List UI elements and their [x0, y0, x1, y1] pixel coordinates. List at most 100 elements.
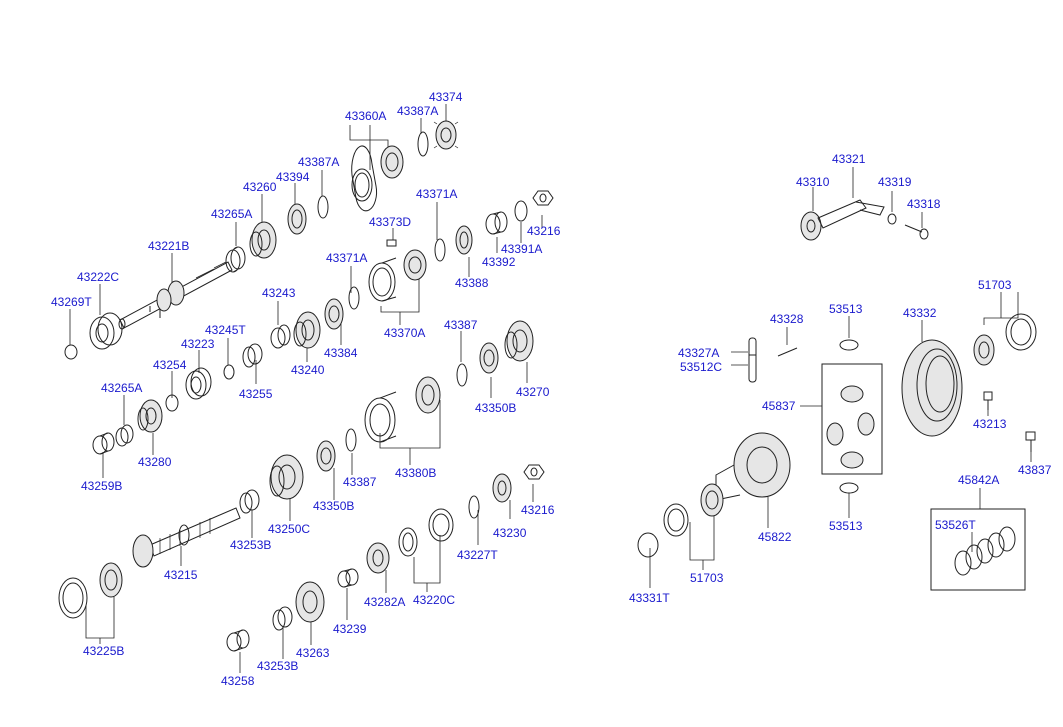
- label-43270[interactable]: 43270: [516, 385, 550, 399]
- label-43255[interactable]: 43255: [239, 387, 273, 401]
- label-43310[interactable]: 43310: [796, 175, 830, 189]
- label-43392[interactable]: 43392: [482, 255, 516, 269]
- label-43360A[interactable]: 43360A: [345, 109, 386, 123]
- label-43220C[interactable]: 43220C: [413, 593, 455, 607]
- label-43328[interactable]: 43328: [770, 312, 804, 326]
- label-43221B[interactable]: 43221B: [148, 239, 189, 253]
- ring-43387A-2: [317, 195, 329, 219]
- label-43254[interactable]: 43254: [153, 358, 187, 372]
- label-43223[interactable]: 43223: [181, 337, 215, 351]
- label-43216-2[interactable]: 43216: [521, 503, 555, 517]
- label-43258[interactable]: 43258: [221, 674, 255, 688]
- label-43269T[interactable]: 43269T: [51, 295, 92, 309]
- label-43387-2[interactable]: 43387: [343, 475, 377, 489]
- label-45842A[interactable]: 45842A: [958, 473, 999, 487]
- label-43259B[interactable]: 43259B: [81, 479, 122, 493]
- gear-43384: [324, 298, 344, 330]
- label-43260[interactable]: 43260: [243, 180, 277, 194]
- gear-43374: [433, 120, 459, 150]
- pin-43328: [777, 347, 798, 357]
- gear-43270: [504, 320, 534, 362]
- label-51703-1[interactable]: 51703: [978, 278, 1012, 292]
- label-43216-1[interactable]: 43216: [527, 224, 561, 238]
- label-43384[interactable]: 43384: [324, 346, 358, 360]
- label-43391A[interactable]: 43391A: [501, 242, 542, 256]
- sleeve-43380B: [364, 376, 441, 443]
- label-43387A-2[interactable]: 43387A: [298, 155, 339, 169]
- label-43265A-2[interactable]: 43265A: [101, 381, 142, 395]
- label-43239[interactable]: 43239: [333, 622, 367, 636]
- label-53526T[interactable]: 53526T: [935, 518, 976, 532]
- label-43331T[interactable]: 43331T: [629, 591, 670, 605]
- label-45822[interactable]: 45822: [758, 530, 792, 544]
- label-43253B-2[interactable]: 43253B: [257, 659, 298, 673]
- bearing-43253B-2: [272, 606, 293, 631]
- label-53512C[interactable]: 53512C: [680, 360, 722, 374]
- label-43319[interactable]: 43319: [878, 175, 912, 189]
- label-43370A[interactable]: 43370A: [384, 326, 425, 340]
- label-43230[interactable]: 43230: [493, 526, 527, 540]
- label-51703-2[interactable]: 51703: [690, 571, 724, 585]
- key-43373D: [386, 239, 397, 247]
- label-53513-2[interactable]: 53513: [829, 519, 863, 533]
- label-43350B-2[interactable]: 43350B: [313, 499, 354, 513]
- label-43240[interactable]: 43240: [291, 363, 325, 377]
- gear-43260: [249, 221, 277, 259]
- label-43282A[interactable]: 43282A: [364, 595, 405, 609]
- label-43394[interactable]: 43394: [276, 170, 310, 184]
- diff-case-45822: [715, 432, 791, 501]
- ring-gear-43332: [901, 339, 963, 437]
- collar-43392: [485, 211, 508, 235]
- label-43380B[interactable]: 43380B: [395, 466, 436, 480]
- label-43253B-1[interactable]: 43253B: [230, 538, 271, 552]
- label-43350B-1[interactable]: 43350B: [475, 401, 516, 415]
- bearing-43222C: [89, 312, 123, 350]
- label-43321[interactable]: 43321: [832, 152, 866, 166]
- label-43243[interactable]: 43243: [262, 286, 296, 300]
- label-43332[interactable]: 43332: [903, 306, 937, 320]
- ring-43331T: [637, 532, 659, 558]
- bearing-43220C: [398, 508, 454, 557]
- label-43222C[interactable]: 43222C: [77, 270, 119, 284]
- gear-43230: [492, 473, 512, 503]
- label-43280[interactable]: 43280: [138, 455, 172, 469]
- washer-53513-1: [839, 339, 859, 351]
- ring-43227T: [468, 495, 480, 519]
- label-43373D[interactable]: 43373D: [369, 215, 411, 229]
- ring-43387A-1: [417, 131, 429, 157]
- gear-43280: [137, 399, 163, 433]
- label-43250C[interactable]: 43250C: [268, 522, 310, 536]
- drive-43310-43321: [800, 199, 885, 241]
- label-43213[interactable]: 43213: [973, 417, 1007, 431]
- label-43387-1[interactable]: 43387: [444, 318, 478, 332]
- label-43318[interactable]: 43318: [907, 197, 941, 211]
- shim-kit-45842A: [930, 508, 1026, 591]
- ring-43391A: [514, 200, 528, 222]
- label-53513-1[interactable]: 53513: [829, 302, 863, 316]
- label-43263[interactable]: 43263: [296, 646, 330, 660]
- bearing-43225B: [58, 562, 123, 619]
- bearing-43255: [242, 343, 263, 368]
- label-43371A-1[interactable]: 43371A: [416, 187, 457, 201]
- bolt-43318: [904, 224, 929, 240]
- shaft-43327A: [748, 337, 757, 383]
- label-43265A-1[interactable]: 43265A: [211, 207, 252, 221]
- gear-43394: [287, 203, 307, 235]
- label-43374[interactable]: 43374: [429, 90, 463, 104]
- washer-43319: [887, 213, 897, 225]
- label-43327A[interactable]: 43327A: [678, 346, 719, 360]
- label-43371A-2[interactable]: 43371A: [326, 251, 367, 265]
- label-45837[interactable]: 45837: [762, 399, 796, 413]
- label-43225B[interactable]: 43225B: [83, 644, 124, 658]
- bearing-51703-1: [973, 313, 1037, 366]
- label-43387A-1[interactable]: 43387A: [397, 104, 438, 118]
- washer-53513-2: [839, 482, 859, 494]
- bearing-43265A-2: [115, 424, 134, 447]
- label-43227T[interactable]: 43227T: [457, 548, 498, 562]
- label-43215[interactable]: 43215: [164, 568, 198, 582]
- label-43837[interactable]: 43837: [1018, 463, 1052, 477]
- label-43388[interactable]: 43388: [455, 276, 489, 290]
- sleeve-43370A: [368, 249, 427, 302]
- label-43245T[interactable]: 43245T: [205, 323, 246, 337]
